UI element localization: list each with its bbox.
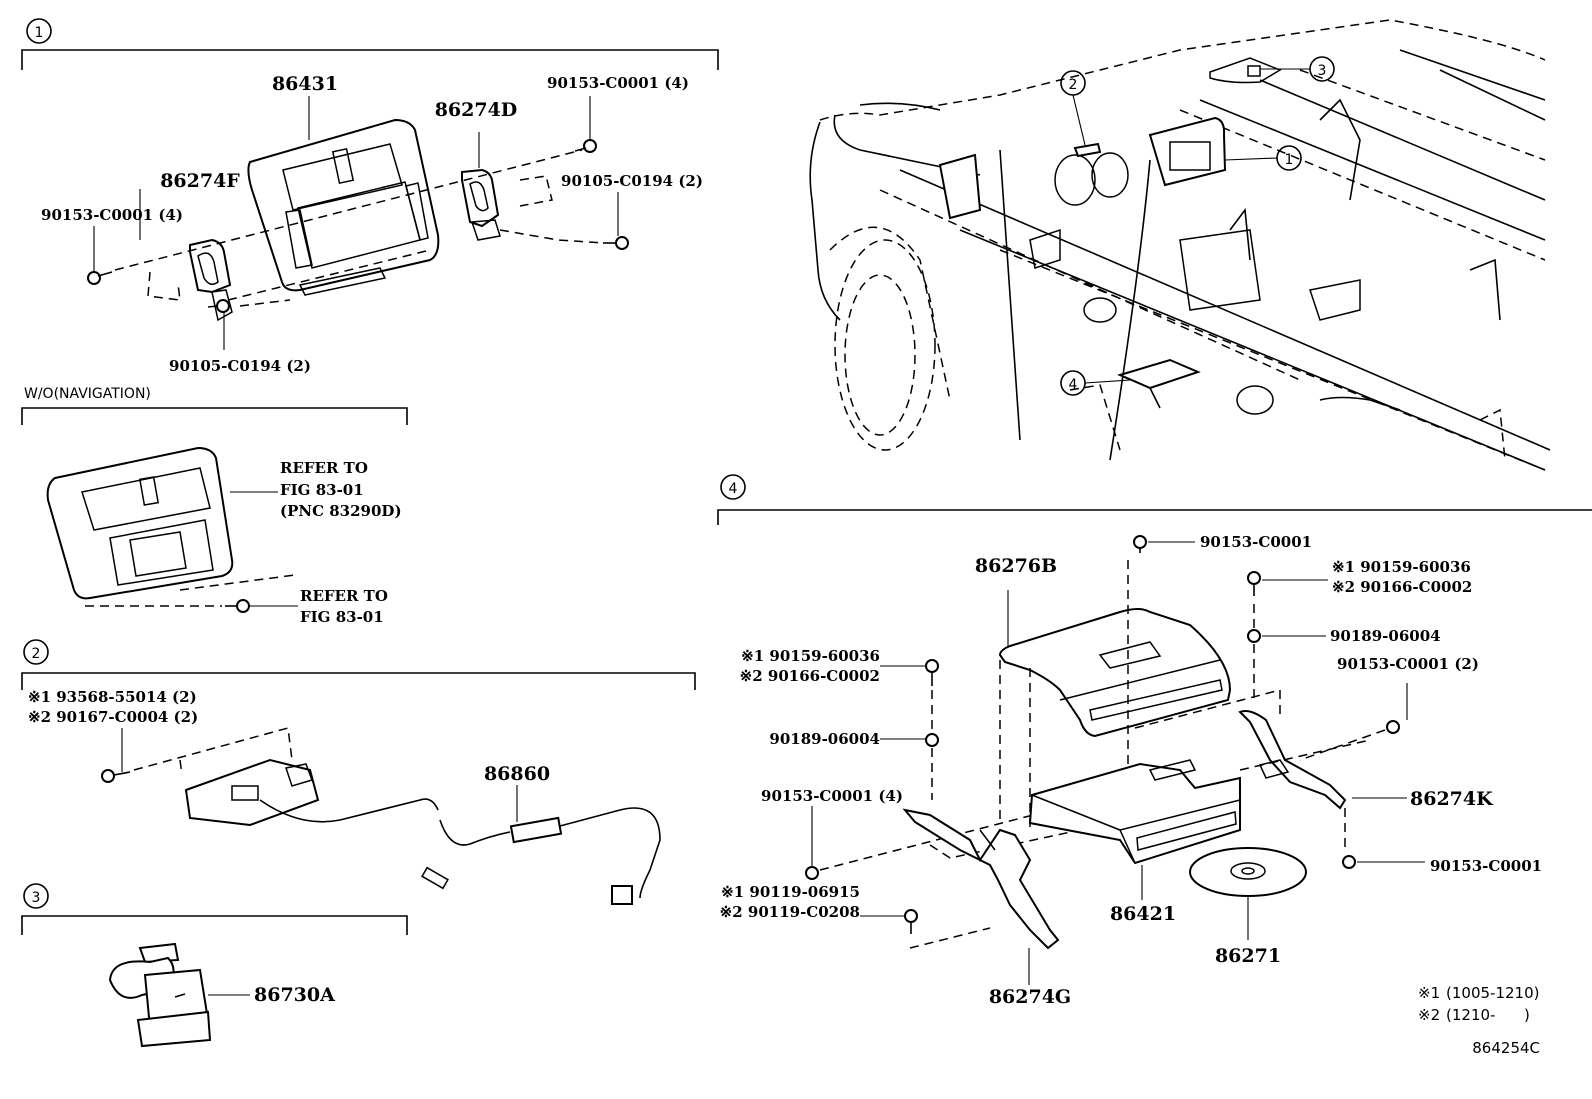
screw-icon — [207, 299, 230, 313]
label-90105-C0194-2-right[interactable]: 90105-C0194 (2) — [561, 172, 703, 190]
svg-text:1: 1 — [1285, 152, 1294, 168]
refer-line-3: (PNC 83290D) — [280, 502, 402, 520]
callout-4[interactable]: 4 — [1060, 370, 1086, 396]
label-90119-C0208[interactable]: ※2 90119-C0208 — [720, 903, 860, 921]
label-86274K[interactable]: 86274K — [1410, 788, 1494, 810]
footnote-1-mark: ※1 — [1418, 984, 1440, 1002]
svg-text:4: 4 — [1069, 377, 1078, 393]
label-86730A[interactable]: 86730A — [254, 984, 335, 1006]
label-86276B[interactable]: 86276B — [975, 555, 1057, 577]
label-90159-60036-left[interactable]: ※1 90159-60036 — [741, 647, 880, 665]
antenna-amplifier-86860[interactable] — [184, 758, 661, 905]
label-86271[interactable]: 86271 — [1215, 945, 1281, 967]
label-86860[interactable]: 86860 — [484, 763, 550, 785]
bolt-icon — [1342, 855, 1356, 869]
label-90153-C0001-top[interactable]: 90153-C0001 — [1200, 533, 1312, 551]
cover-86276B[interactable] — [998, 608, 1232, 738]
screw-icon — [603, 236, 629, 250]
svg-text:3: 3 — [32, 890, 41, 906]
vehicle-interior-view: 1 2 3 4 — [809, 19, 1551, 471]
screw-icon — [925, 659, 939, 686]
wo-navigation-title: W/O(NAVIGATION) — [24, 386, 151, 402]
label-93568-55014[interactable]: ※1 93568-55014 (2) — [28, 688, 197, 706]
section-2-marker[interactable]: 2 — [23, 639, 49, 665]
label-86274D[interactable]: 86274D — [435, 99, 518, 121]
bracket-86274K[interactable] — [1238, 710, 1347, 810]
callout-2[interactable]: 2 — [1060, 70, 1086, 96]
bracket-86274F[interactable] — [189, 238, 233, 322]
label-90105-C0194-2-bottom[interactable]: 90105-C0194 (2) — [169, 357, 311, 375]
section-1-bracket — [21, 49, 719, 70]
refer-line-4: REFER TO — [300, 587, 388, 605]
section-1: 1 86431 86274D 86274F — [21, 18, 719, 375]
svg-text:3: 3 — [1318, 63, 1327, 79]
nut-icon — [925, 733, 939, 747]
screw-icon — [1247, 571, 1261, 596]
label-90166-C0002-left[interactable]: ※2 90166-C0002 — [740, 667, 880, 685]
label-90153-C0001-bottom-right[interactable]: 90153-C0001 — [1430, 857, 1542, 875]
refer-line-2[interactable]: FIG 83-01 — [280, 481, 364, 499]
screw-icon — [101, 769, 131, 783]
wheel — [829, 226, 951, 451]
audio-unit-86431[interactable] — [247, 118, 440, 296]
label-86274G[interactable]: 86274G — [989, 986, 1071, 1008]
footnote-2-mark: ※2 — [1418, 1006, 1440, 1024]
callout-3[interactable]: 3 — [1309, 56, 1335, 82]
bracket-86274G[interactable] — [902, 808, 1060, 950]
label-90153-C0001-4[interactable]: 90153-C0001 (4) — [761, 787, 903, 805]
section-4-marker[interactable]: 4 — [720, 474, 746, 500]
figure-id: 864254C — [1472, 1039, 1540, 1057]
label-90189-06004-right[interactable]: 90189-06004 — [1330, 627, 1441, 645]
section-1-marker[interactable]: 1 — [26, 18, 52, 44]
svg-text:1: 1 — [35, 25, 44, 41]
svg-text:4: 4 — [729, 481, 738, 497]
nut-icon — [1247, 629, 1261, 643]
label-90166-C0002-right[interactable]: ※2 90166-C0002 — [1332, 578, 1472, 596]
section-2: 2 ※1 93568-55014 (2) ※2 90167-C0004 (2) … — [21, 639, 696, 905]
label-90153-C0001-4-top[interactable]: 90153-C0001 (4) — [547, 74, 689, 92]
microphone-86730A[interactable] — [108, 942, 212, 1048]
section-3-bracket — [21, 915, 408, 935]
section-2-bracket — [21, 672, 696, 690]
navigation-receiver-86421[interactable] — [1028, 759, 1241, 865]
label-90119-06915[interactable]: ※1 90119-06915 — [721, 883, 860, 901]
screw-icon — [904, 909, 918, 934]
section-3: 3 86730A — [21, 883, 408, 1048]
label-86421[interactable]: 86421 — [1110, 903, 1176, 925]
bolt-icon — [1133, 535, 1147, 553]
audio-unit-without-nav[interactable] — [46, 446, 234, 600]
refer-line-1: REFER TO — [280, 459, 368, 477]
label-86274F[interactable]: 86274F — [160, 170, 240, 192]
screw-icon — [225, 599, 250, 613]
svg-text:2: 2 — [32, 646, 41, 662]
wo-nav-bracket — [21, 407, 408, 425]
map-disc-86271[interactable] — [1189, 847, 1307, 897]
label-90159-60036-right[interactable]: ※1 90159-60036 — [1332, 558, 1471, 576]
footnote-1-range: (1005-1210) — [1446, 984, 1539, 1002]
label-90153-C0001-4-left[interactable]: 90153-C0001 (4) — [41, 206, 183, 224]
bolt-icon — [805, 866, 819, 880]
label-90167-C0004[interactable]: ※2 90167-C0004 (2) — [28, 708, 198, 726]
screw-icon — [574, 139, 597, 153]
label-86431[interactable]: 86431 — [272, 73, 338, 95]
screw-icon — [87, 271, 113, 285]
section-wo-navigation: W/O(NAVIGATION) REFER TO FIG 83-01 (PNC … — [21, 386, 408, 626]
section-4: 4 86276B 90153-C0001 ※1 90159-60036 ※2 9… — [717, 474, 1592, 1008]
section-4-bracket — [717, 509, 1592, 525]
refer-line-5[interactable]: FIG 83-01 — [300, 608, 384, 626]
svg-text:2: 2 — [1069, 77, 1078, 93]
bolt-icon — [1386, 720, 1400, 734]
section-3-marker[interactable]: 3 — [23, 883, 49, 909]
footnote-2-range: (1210- ) — [1446, 1006, 1530, 1024]
label-90153-C0001-2[interactable]: 90153-C0001 (2) — [1337, 655, 1479, 673]
footnotes: ※1 (1005-1210) ※2 (1210- ) 864254C — [1418, 984, 1540, 1057]
bracket-86274D[interactable] — [461, 168, 501, 241]
label-90189-06004-left[interactable]: 90189-06004 — [769, 730, 880, 748]
vehicle-head-unit — [1148, 116, 1227, 187]
